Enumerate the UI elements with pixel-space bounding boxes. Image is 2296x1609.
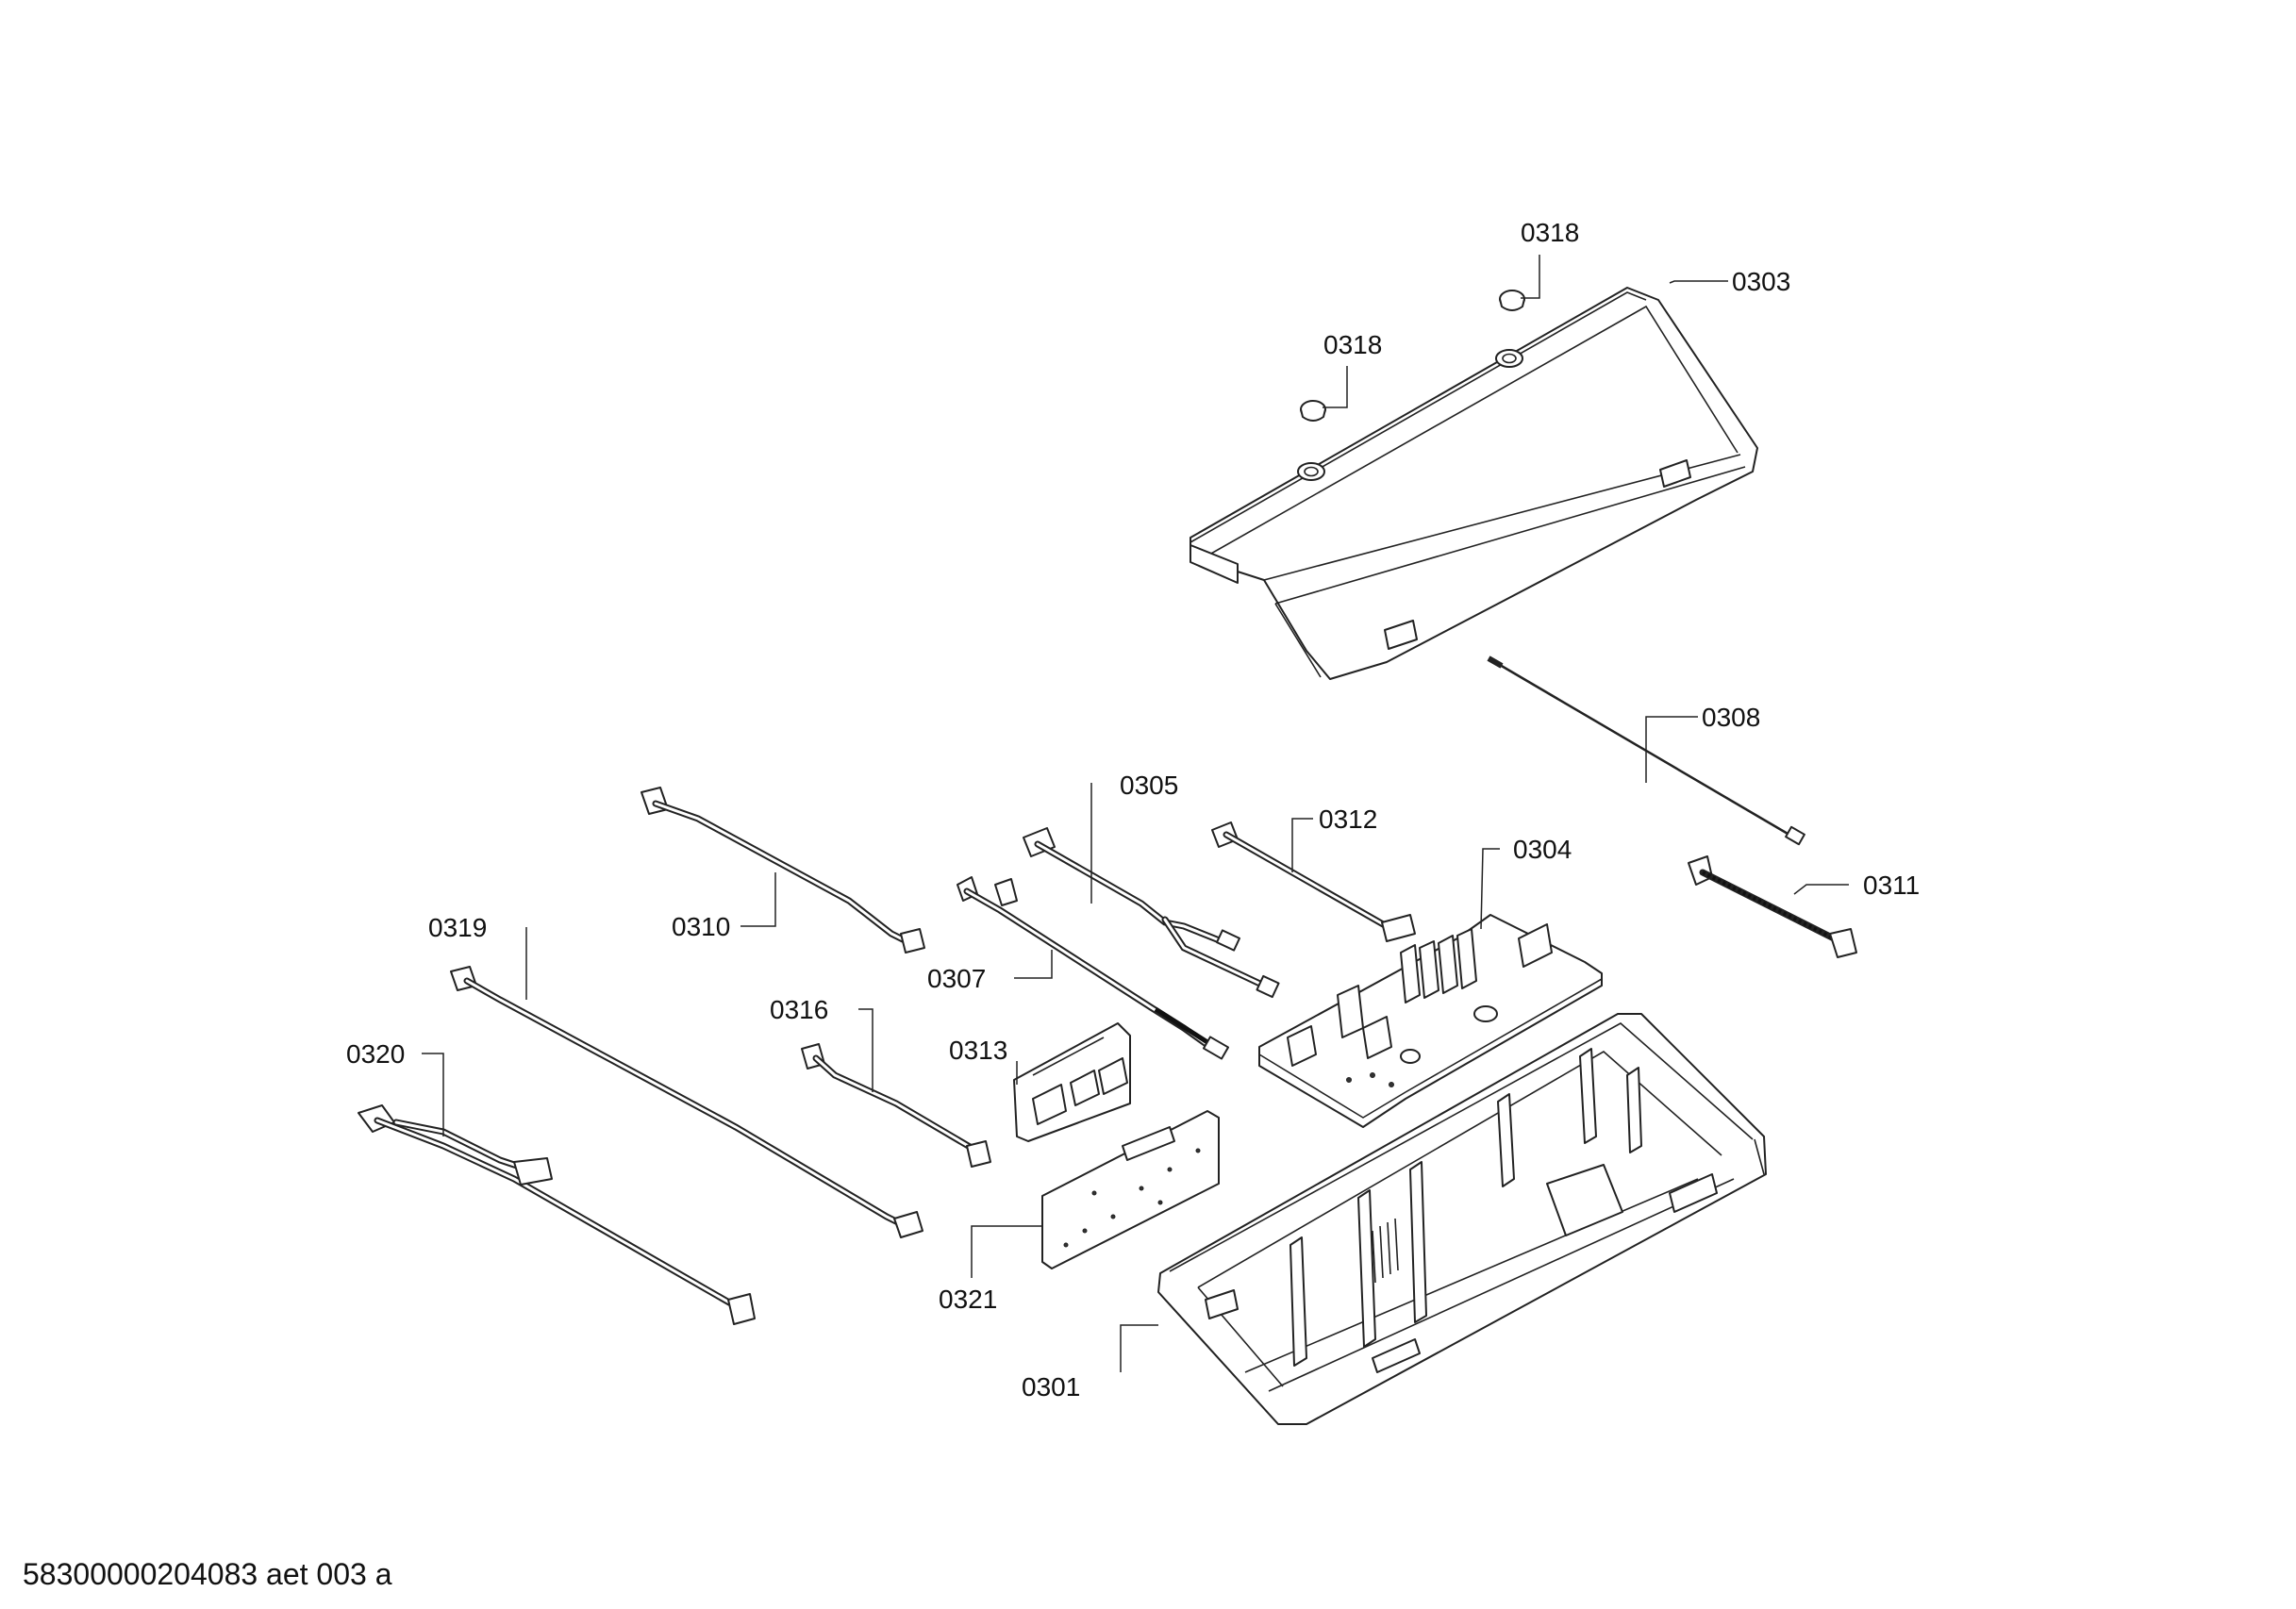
cable-part-0319: [450, 966, 923, 1238]
label-0310: 0310: [672, 912, 730, 941]
housing-part-0301: [1157, 1013, 1767, 1425]
label-0305: 0305: [1120, 771, 1178, 800]
cable-part-0310: [641, 787, 925, 954]
label-0304: 0304: [1513, 835, 1572, 864]
cap-part-0318-left: [1300, 400, 1326, 422]
cable-part-0307: [957, 876, 1230, 1060]
label-0318-top: 0318: [1521, 218, 1579, 247]
label-0318-left: 0318: [1323, 330, 1382, 359]
label-0307: 0307: [927, 964, 986, 993]
label-0312: 0312: [1319, 804, 1377, 834]
document-id-footer: 58300000204083 aet 003 a: [23, 1557, 392, 1591]
cable-part-0316: [801, 1043, 991, 1168]
board-part-0304: [1258, 914, 1603, 1128]
ribbon-part-0320: [358, 1104, 756, 1325]
label-0311: 0311: [1863, 871, 1920, 900]
cover-part-0303: [1190, 287, 1758, 680]
label-0316: 0316: [770, 995, 828, 1024]
board-part-0321: [1041, 1110, 1220, 1269]
label-0303: 0303: [1732, 267, 1790, 296]
cable-part-0312: [1211, 821, 1416, 942]
wire-part-0308: [1487, 655, 1805, 846]
label-0319: 0319: [428, 913, 487, 942]
label-0301: 0301: [1022, 1372, 1080, 1402]
leader-lines: [422, 255, 1849, 1372]
label-0308: 0308: [1702, 703, 1760, 732]
label-0320: 0320: [346, 1039, 405, 1069]
cap-part-0318-right: [1499, 290, 1525, 311]
label-0313: 0313: [949, 1036, 1007, 1065]
board-part-0313: [1013, 1022, 1131, 1142]
cable-part-0305: [1023, 827, 1280, 999]
label-0321: 0321: [939, 1285, 997, 1314]
cable-part-0311: [1688, 855, 1857, 958]
